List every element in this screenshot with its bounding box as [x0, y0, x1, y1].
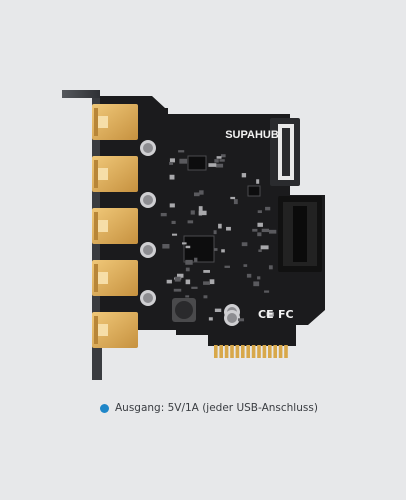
usb-port [92, 104, 138, 140]
usb-port [92, 208, 138, 244]
internal-connector-header [270, 118, 300, 186]
smd-components [160, 150, 277, 322]
certification-marks: CE FC [258, 308, 294, 321]
usb-port [92, 156, 138, 192]
usb-port [92, 312, 138, 348]
svg-text:FC: FC [278, 308, 294, 321]
capacitors [140, 140, 240, 326]
caption: Ausgang: 5V/1A (jeder USB-Anschluss) [100, 402, 318, 414]
caption-text: Ausgang: 5V/1A (jeder USB-Anschluss) [115, 402, 318, 414]
usb-port-row [92, 104, 138, 348]
small-chip [187, 155, 207, 171]
info-dot-icon [100, 403, 109, 413]
brand-label: SUPAHUB [225, 129, 279, 141]
usb-port [92, 260, 138, 296]
inductor [172, 298, 196, 322]
pcie-gold-contacts [210, 343, 290, 358]
small-chip [247, 185, 261, 197]
svg-text:CE: CE [258, 308, 274, 321]
pcb-board [100, 96, 325, 346]
controller-chip [183, 235, 215, 263]
sata-power-connector [278, 196, 322, 272]
